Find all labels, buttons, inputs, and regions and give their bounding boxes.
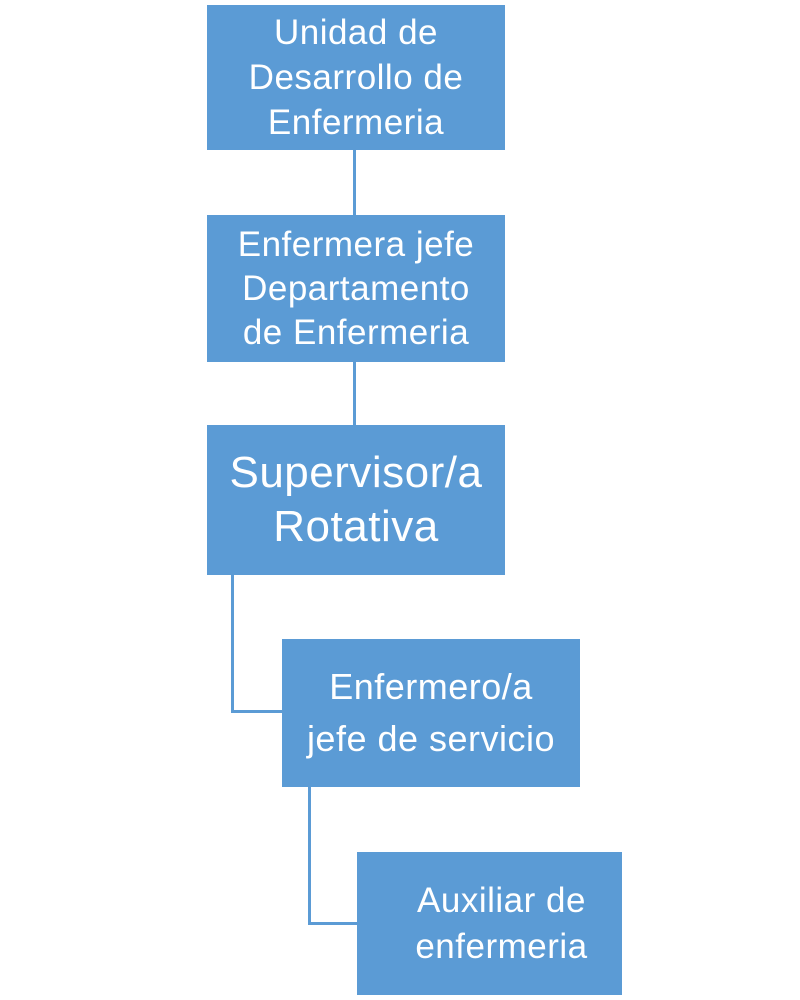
org-node-label-line: Enfermeria (267, 103, 445, 142)
org-node-label-line: Rotativa (273, 502, 439, 551)
org-node-label-line: de Enfermeria (242, 312, 470, 352)
org-node-unidad-desarrollo: Unidad de Desarrollo de Enfermeria (207, 5, 505, 150)
org-node-enfermera-jefe-departamento: Enfermera jefe Departamento de Enfermeri… (207, 215, 505, 362)
connector-unidad-to-enfermera-jefe (353, 149, 356, 215)
connector-enfermero-jefe-to-auxiliar-horizontal (308, 922, 357, 925)
org-node-enfermero-jefe-servicio: Enfermero/a jefe de servicio (282, 639, 580, 787)
connector-enfermero-jefe-to-auxiliar-vertical (308, 787, 311, 925)
org-node-label-line: jefe de servicio (306, 718, 556, 759)
org-node-label-line: Departamento (242, 268, 470, 308)
org-node-label-line: Auxiliar de (417, 880, 586, 920)
connector-supervisora-to-enfermero-jefe-horizontal (231, 710, 282, 713)
org-node-label-line: Enfermera jefe (237, 224, 475, 264)
org-node-supervisora-rotativa: Supervisor/a Rotativa (207, 425, 505, 575)
connector-supervisora-to-enfermero-jefe-vertical (231, 575, 234, 713)
org-node-label-line: Enfermero/a (329, 666, 533, 707)
connector-enfermera-jefe-to-supervisora (353, 362, 356, 425)
org-node-label-line: Unidad de (273, 13, 439, 52)
org-node-label-line: Desarrollo de (248, 58, 464, 97)
org-node-auxiliar-enfermeria: Auxiliar de enfermeria (357, 852, 622, 995)
org-node-label-line: enfermeria (415, 926, 588, 966)
org-node-label-line: Supervisor/a (229, 448, 483, 497)
